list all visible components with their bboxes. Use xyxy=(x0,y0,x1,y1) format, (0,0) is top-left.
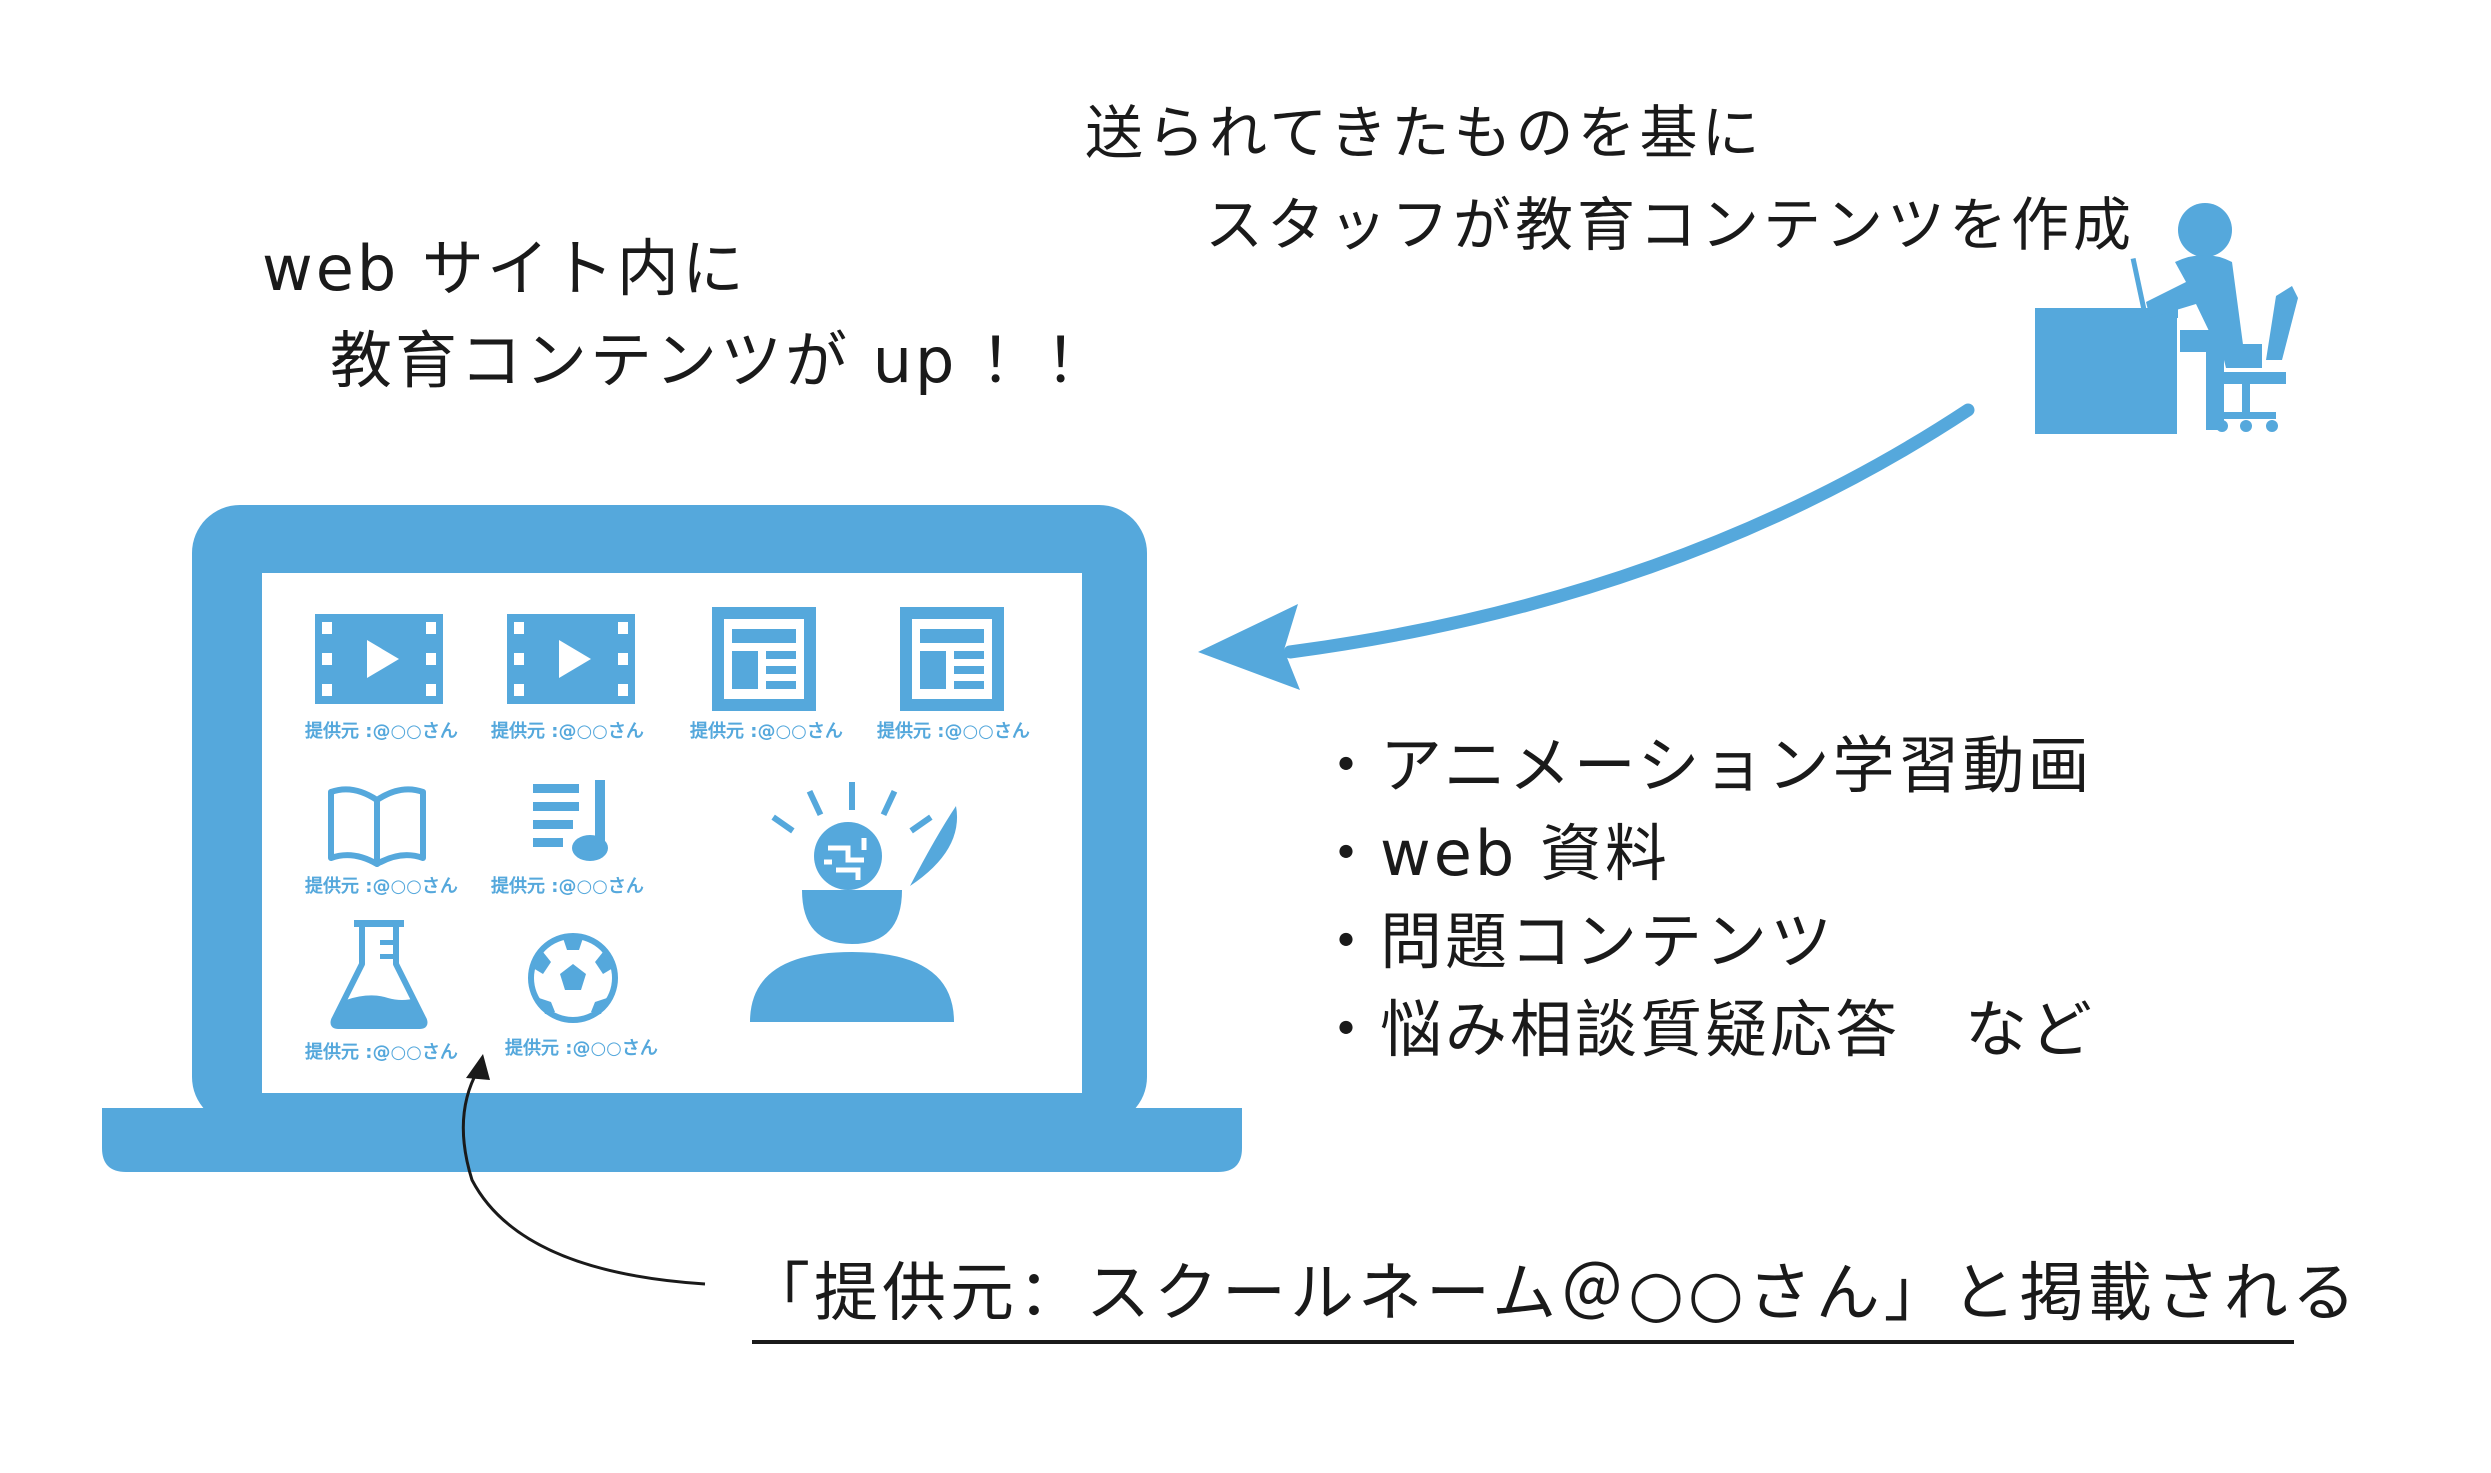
document-icon xyxy=(900,607,1004,711)
icon-caption: 提供元 :@○○さん xyxy=(305,1042,458,1063)
video-icon xyxy=(507,614,635,704)
staff-text-line1: 送られてきたものを基に xyxy=(1085,99,1764,167)
office-worker-icon xyxy=(2035,203,2298,434)
icon-caption: 提供元 :@○○さん xyxy=(690,721,843,742)
document-icon xyxy=(712,607,816,711)
icon-caption: 提供元 :@○○さん xyxy=(491,876,644,897)
icon-caption: 提供元 :@○○さん xyxy=(305,876,458,897)
list-item: ・web 資料 xyxy=(1315,817,1670,890)
staff-text-line2: スタッフが教育コンテンツを作成 xyxy=(1205,191,2136,259)
soccer-ball-icon xyxy=(528,933,618,1023)
callout-arrow-head xyxy=(466,1054,490,1080)
web-text-line1: web サイト内に xyxy=(262,232,747,305)
thinking-head-icon xyxy=(750,782,958,1022)
attribution-underline xyxy=(752,1340,2294,1344)
list-item: ・問題コンテンツ xyxy=(1315,905,1836,978)
music-icon xyxy=(533,780,608,861)
icon-caption: 提供元 :@○○さん xyxy=(305,721,458,742)
flow-arrow-head xyxy=(1198,604,1300,690)
icon-caption: 提供元 :@○○さん xyxy=(505,1038,658,1059)
flow-arrow xyxy=(1283,403,1975,659)
laptop-illustration xyxy=(102,505,1242,1172)
laptop-base xyxy=(102,1108,1242,1172)
list-item: ・悩み相談質疑応答 など xyxy=(1315,993,2096,1066)
callout-arrow xyxy=(461,1069,706,1286)
web-text-line2: 教育コンテンツが up ！！ xyxy=(330,324,1111,397)
video-icon xyxy=(315,614,443,704)
list-item: ・アニメーション学習動画 xyxy=(1315,729,2093,802)
content-type-list: ・アニメーション学習動画 ・web 資料 ・問題コンテンツ ・悩み相談質疑応答 … xyxy=(1315,722,2095,1074)
icon-caption: 提供元 :@○○さん xyxy=(491,721,644,742)
icon-caption: 提供元 :@○○さん xyxy=(877,721,1030,742)
flask-icon xyxy=(330,920,428,1029)
book-icon xyxy=(328,786,426,867)
attribution-note: 「提供元：スクールネーム＠○○さん」と掲載される xyxy=(746,1257,2360,1331)
